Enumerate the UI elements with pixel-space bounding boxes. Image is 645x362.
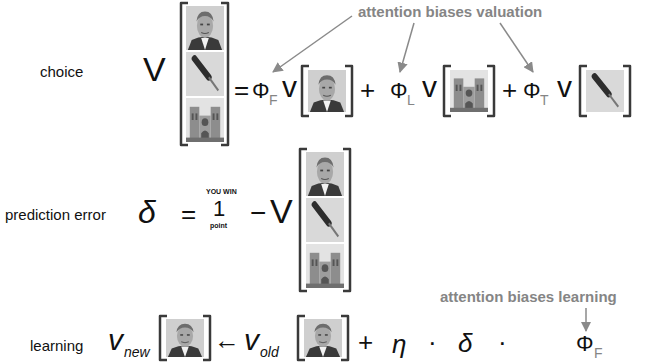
equation-text: · [428,329,437,355]
face-photo [306,152,344,196]
equation-text: Φ [523,80,541,102]
annotation: attention biases learning [440,289,617,304]
bracket [300,149,350,291]
equation-text: V [270,194,293,228]
equation-text: Φ [252,80,270,102]
face-photo [304,319,342,357]
equation-text: + [502,77,517,103]
equation-text: point [210,222,227,229]
equation-text: V [143,52,166,86]
equation-text: old [260,345,279,359]
equation-text: learning [30,338,83,353]
cathedral-photo [450,70,488,112]
equation-text: prediction error [5,207,106,222]
equation-text: new [124,345,150,359]
face-photo [186,6,224,50]
equation-text: + [358,329,373,355]
equation-text: δ [458,330,472,356]
annotation: attention biases valuation [358,4,542,19]
equation-text: − [250,199,266,227]
equation-text: Φ [390,80,408,102]
equation-text: η [392,331,406,357]
cathedral-photo [306,244,344,288]
equation-text: choice [40,64,83,79]
equation-text: · [498,329,507,355]
bracket [160,316,348,360]
equation-text: Φ [576,333,594,355]
equation-text: YOU WIN [206,188,237,195]
face-photo [166,319,204,357]
subscript: T [540,93,549,107]
equation-text: v [282,72,297,102]
equation-text: = [181,201,196,227]
equation-text: v [557,72,572,102]
equation-text: v [244,325,259,355]
equation-text: 1 [213,198,225,220]
subscript: F [269,93,278,107]
equation-text: ← [214,327,240,353]
subscript: L [407,93,415,107]
equation-text: v [422,72,437,102]
equation-text: = [234,77,249,103]
screwdriver-photo [306,198,344,242]
equation-text: δ [138,196,156,228]
equation-text: + [360,77,375,103]
face-photo [308,70,346,112]
bracket [181,3,228,145]
screwdriver-photo [186,52,224,96]
equation-text: v [108,325,123,355]
screwdriver-photo [586,70,624,112]
cathedral-photo [186,98,224,142]
attention-arrow [273,16,586,331]
subscript: F [594,346,603,360]
bracket [302,66,630,116]
